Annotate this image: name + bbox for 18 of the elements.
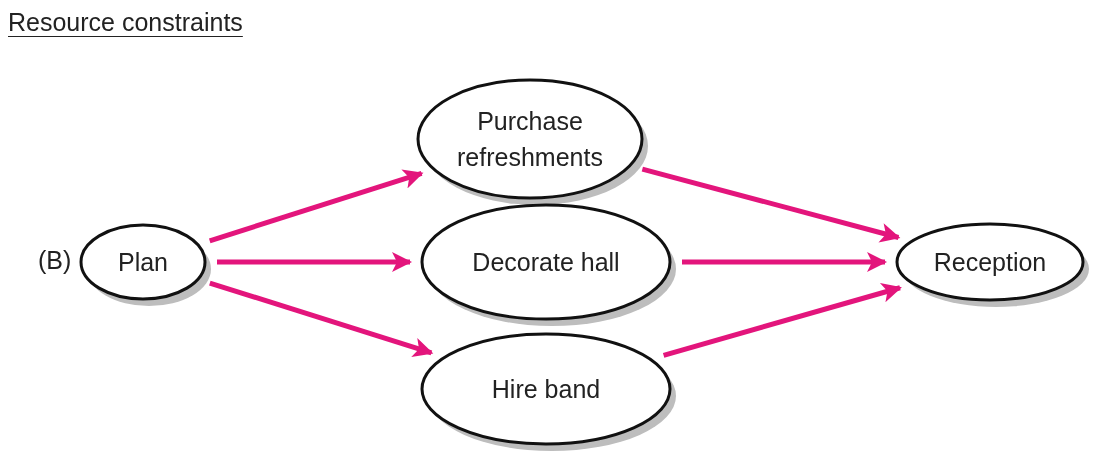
panel-label: (B) [38, 246, 72, 275]
activity-ellipse [79, 223, 211, 306]
arrow [682, 252, 887, 272]
title: Resource constraints [8, 8, 243, 37]
activity-label: Purchase refreshments [456, 106, 604, 173]
arrow [208, 169, 424, 244]
activity-ellipse [420, 332, 676, 451]
activity-ellipse [420, 203, 676, 326]
activity-label: Decorate hall [472, 247, 620, 278]
arrow [662, 283, 902, 358]
activity-label: Reception [933, 247, 1047, 278]
arrow [641, 166, 901, 243]
activity-ellipse [416, 78, 648, 205]
arrow [217, 252, 412, 272]
activity-ellipse [895, 222, 1089, 307]
activity-label: Plan [117, 247, 168, 278]
arrow [209, 280, 434, 357]
activity-label: Hire band [491, 374, 601, 405]
